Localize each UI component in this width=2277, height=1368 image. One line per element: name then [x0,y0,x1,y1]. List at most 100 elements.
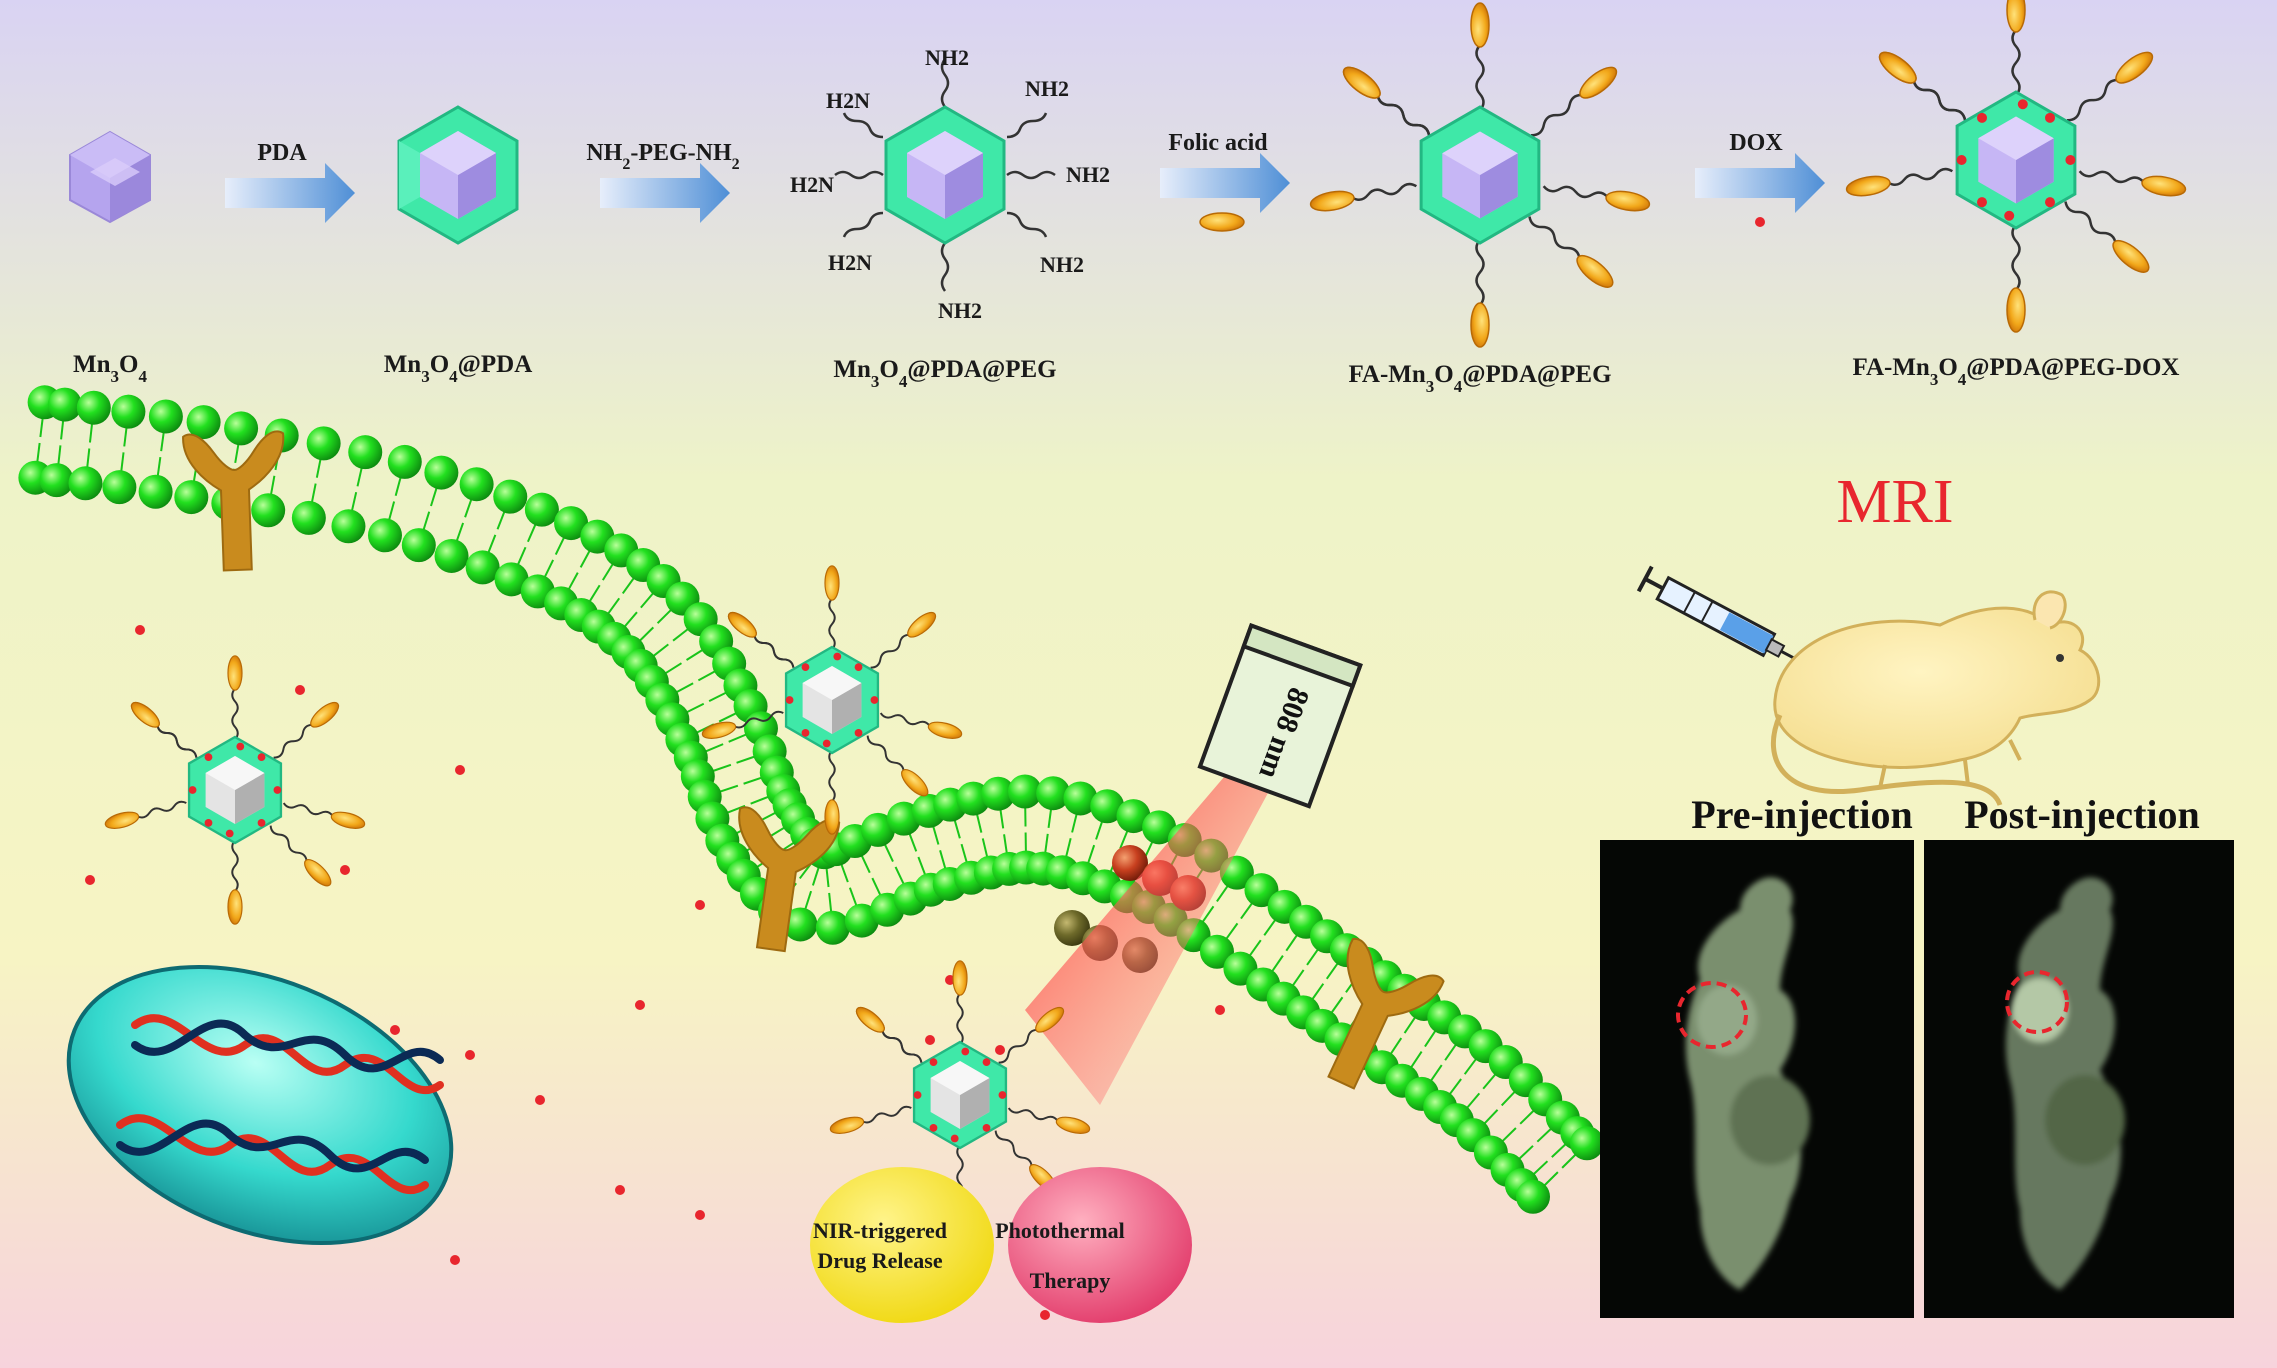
dox-dot [929,1058,938,1067]
product-label-mn3o4-pda: Mn3O4@PDA [384,351,533,386]
folate-receptor-icon [1327,938,1445,1090]
reaction-arrow-1 [225,163,355,223]
dox-dot [961,1047,970,1056]
lipid-head [291,500,326,535]
folic-acid-ligand [727,611,757,638]
lipid-head [348,435,383,470]
lipid-head [251,493,286,528]
reaction-arrow-2 [600,163,730,223]
photothermal-line1: Photothermal [995,1218,1125,1243]
product-label-mn3o4-pda-peg: Mn3O4@PDA@PEG [833,356,1056,391]
folic-acid-ligand [330,811,366,829]
dox-dot [225,829,234,838]
dox-dot [801,663,810,672]
folic-acid-ligand [1342,66,1381,99]
reagent-label-dox: DOX [1729,130,1783,156]
folic-acid-ligand [1605,190,1651,212]
dox-dot [455,765,465,775]
dox-dot [188,786,197,794]
svg-text:H2N: H2N [790,172,834,197]
lipid-head [1199,934,1234,969]
dox-icon [1755,217,1765,227]
dox-dot [801,728,810,737]
lipid-head [47,387,82,422]
product-label-fa-particle: FA-Mn3O4@PDA@PEG [1348,361,1611,396]
dox-dot [1040,1310,1050,1320]
folic-acid-ligand [829,1116,865,1134]
nanoparticles-free [104,565,1091,1230]
folic-acid-ligand [901,769,929,797]
nanoparticle [1309,2,1651,348]
dox-dot [135,625,145,635]
nanoparticle [701,565,963,835]
dox-dot [450,1255,460,1265]
dox-dot [854,728,863,737]
dox-dot [85,875,95,885]
lipid-head [465,550,500,585]
folic-acid-ligand [2115,51,2154,84]
fa-particle-icon [1309,2,1651,348]
tumor-roi-pre [1676,981,1748,1049]
dox-dot [1956,155,1967,165]
dox-dot [236,742,245,751]
dox-dot [535,1095,545,1105]
folic-acid-ligand [1579,66,1618,99]
dox-dot [390,1025,400,1035]
dox-dot [929,1123,938,1132]
lipid-head [1569,1126,1604,1161]
drug-release-bubble [810,1167,994,1323]
lipid-head [111,394,146,429]
dox-dot [257,753,266,762]
svg-text:NH2: NH2 [1040,252,1084,277]
folic-acid-ligand [304,859,332,887]
folate-receptors [182,430,1445,1090]
dox-dot [982,1058,991,1067]
reaction-arrow-3 [1160,153,1290,213]
folic-acid-ligand [130,701,160,728]
dox-dot [2045,112,2055,123]
folic-acid-ligand [907,611,937,638]
free-dox-molecules [85,625,1225,1320]
lipid-head [387,444,422,479]
lipid-head [186,405,221,440]
dox-dot [295,685,305,695]
reagent-label-folic-acid: Folic acid [1168,130,1268,156]
pre-injection-label: Pre-injection [1691,792,1912,837]
synthesis-route: Mn3O4 PDA Mn3O4@PDA NH2-PEG-NH2 [69,0,2187,396]
folic-acid-ligand [2006,287,2026,333]
dox-dot [1977,197,1987,208]
dox-dot [925,1035,935,1045]
lipid-head [68,466,103,501]
product-label-fa-dox-particle: FA-Mn3O4@PDA@PEG-DOX [1853,354,2180,389]
lipid-head [494,562,529,597]
dox-dot [465,1050,475,1060]
reaction-arrow-4 [1695,153,1825,213]
svg-text:H2N: H2N [828,250,872,275]
dox-dot [833,652,842,661]
dox-dot [870,696,879,704]
product-label-mn3o4: Mn3O4 [73,351,147,386]
photothermal-bubble [1008,1167,1192,1323]
lipid-head [860,812,895,847]
svg-text:NH2: NH2 [938,298,982,323]
lipid-head [331,509,366,544]
dox-dot [1977,112,1987,123]
folic-acid-ligand [1035,1006,1065,1033]
mn3o4-core-icon [69,130,151,224]
lipid-head [39,463,74,498]
dox-dot [1215,1005,1225,1015]
folic-acid-ligand [310,701,340,728]
lipid-head [401,528,436,563]
lipid-head [224,411,259,446]
dna-helix-icon [116,1014,444,1195]
folic-acid-ligand [1845,175,1891,197]
lipid-head [981,776,1016,811]
folic-acid-ligand [2006,0,2026,33]
dox-dot [822,739,831,748]
reagent-label-pda: PDA [257,140,307,166]
reagent-label-peg: NH2-PEG-NH2 [586,140,739,173]
lipid-head [434,538,469,573]
mn3o4-pda-particle-icon [397,105,519,245]
mouse-icon [1770,590,2101,807]
dox-dot [615,1185,625,1195]
